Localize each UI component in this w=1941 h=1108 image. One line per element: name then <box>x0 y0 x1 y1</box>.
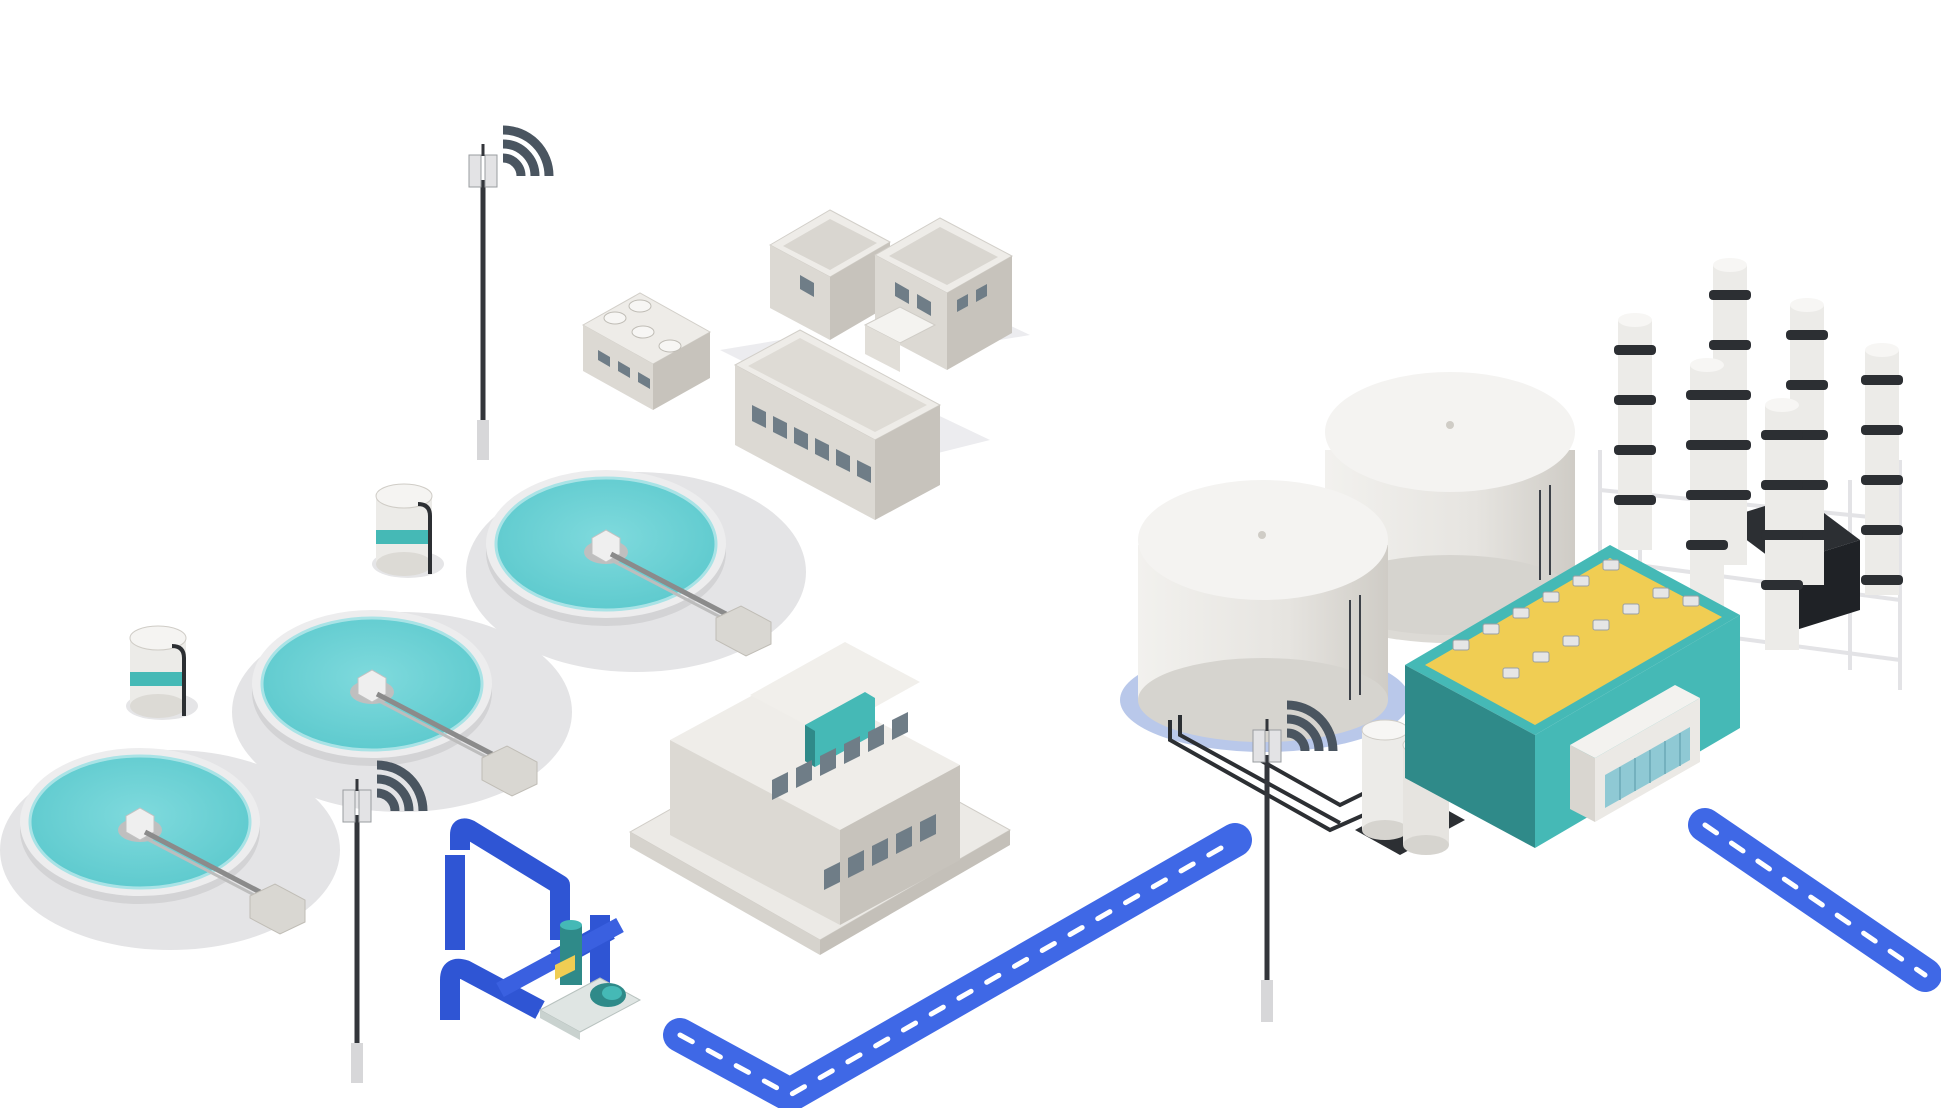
signal-tower-icon <box>1252 719 1282 763</box>
signal-tower-bottom-left <box>342 760 428 1083</box>
storage-tank-front <box>1120 480 1410 752</box>
signal-tower-icon <box>468 144 498 188</box>
office-building-twin <box>768 209 1014 372</box>
road-segment-right <box>1688 808 1941 992</box>
clarifier-basin-1 <box>0 748 340 950</box>
signal-tower-top <box>468 125 554 460</box>
tower-1 <box>1614 313 1656 550</box>
wifi-signal-icon <box>1286 700 1338 752</box>
small-tank-1 <box>126 625 198 720</box>
clarifier-basin-2 <box>232 610 572 812</box>
small-tank-2 <box>372 483 444 578</box>
main-plant-building <box>628 642 1012 955</box>
signal-tower-icon <box>342 779 372 823</box>
long-office-building <box>733 329 942 520</box>
pump-station <box>440 818 642 1040</box>
signal-tower-right <box>1252 700 1338 1022</box>
utility-block <box>581 292 712 410</box>
tower-6 <box>1861 343 1903 595</box>
teal-factory <box>1405 545 1740 848</box>
wifi-signal-icon <box>376 760 428 812</box>
wifi-signal-icon <box>502 125 554 177</box>
refinery-towers <box>1598 258 1903 690</box>
tower-5 <box>1761 398 1803 650</box>
road-segment-left <box>663 823 1252 1108</box>
clarifier-basin-3 <box>466 470 806 672</box>
